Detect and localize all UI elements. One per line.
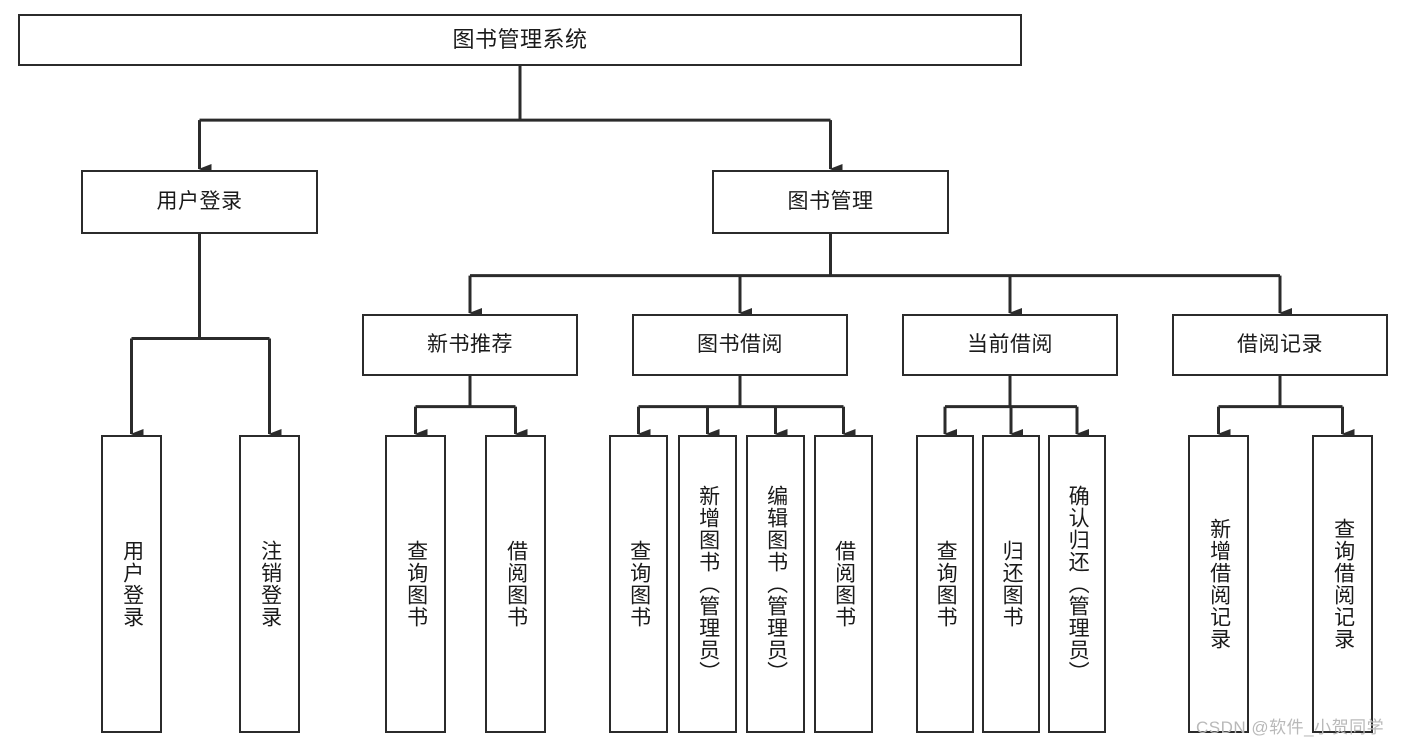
node-leaf-add-book[interactable]: 新增图书（管理员）	[678, 435, 737, 733]
node-label: 用户登录	[120, 540, 144, 628]
node-label: 查询图书	[404, 540, 428, 628]
node-borrow-record[interactable]: 借阅记录	[1172, 314, 1388, 376]
node-leaf-borrow-book-2[interactable]: 借阅图书	[814, 435, 873, 733]
node-label: 查询图书	[627, 540, 651, 628]
node-leaf-query-book-1[interactable]: 查询图书	[385, 435, 446, 733]
node-label: 借阅图书	[832, 540, 856, 628]
node-book-borrow[interactable]: 图书借阅	[632, 314, 848, 376]
node-label: 图书管理系统	[452, 26, 588, 52]
node-label: 编辑图书（管理员）	[764, 485, 788, 683]
node-leaf-query-book-2[interactable]: 查询图书	[609, 435, 668, 733]
node-root[interactable]: 图书管理系统	[18, 14, 1022, 66]
node-label: 归还图书	[1000, 540, 1024, 628]
node-leaf-add-record[interactable]: 新增借阅记录	[1188, 435, 1249, 733]
node-leaf-borrow-book-1[interactable]: 借阅图书	[485, 435, 546, 733]
node-label: 新书推荐	[427, 333, 513, 357]
node-label: 注销登录	[258, 540, 282, 628]
node-leaf-user-login[interactable]: 用户登录	[101, 435, 162, 733]
node-new-book-rec[interactable]: 新书推荐	[362, 314, 578, 376]
node-label: 查询借阅记录	[1331, 518, 1355, 650]
node-label: 查询图书	[934, 540, 958, 628]
node-label: 用户登录	[156, 190, 243, 214]
node-label: 新增图书（管理员）	[696, 485, 720, 683]
node-leaf-return-book[interactable]: 归还图书	[982, 435, 1040, 733]
node-book-manage[interactable]: 图书管理	[712, 170, 949, 234]
node-user-login[interactable]: 用户登录	[81, 170, 318, 234]
node-leaf-query-book-3[interactable]: 查询图书	[916, 435, 974, 733]
node-leaf-query-record[interactable]: 查询借阅记录	[1312, 435, 1373, 733]
node-label: 当前借阅	[967, 333, 1053, 357]
node-label: 图书借阅	[697, 333, 783, 357]
node-label: 图书管理	[787, 190, 874, 214]
node-leaf-logout[interactable]: 注销登录	[239, 435, 300, 733]
node-leaf-confirm-return[interactable]: 确认归还（管理员）	[1048, 435, 1106, 733]
node-label: 确认归还（管理员）	[1066, 485, 1090, 683]
node-leaf-edit-book[interactable]: 编辑图书（管理员）	[746, 435, 805, 733]
node-label: 新增借阅记录	[1207, 518, 1231, 650]
node-label: 借阅记录	[1237, 333, 1323, 357]
node-label: 借阅图书	[504, 540, 528, 628]
node-current-borrow[interactable]: 当前借阅	[902, 314, 1118, 376]
